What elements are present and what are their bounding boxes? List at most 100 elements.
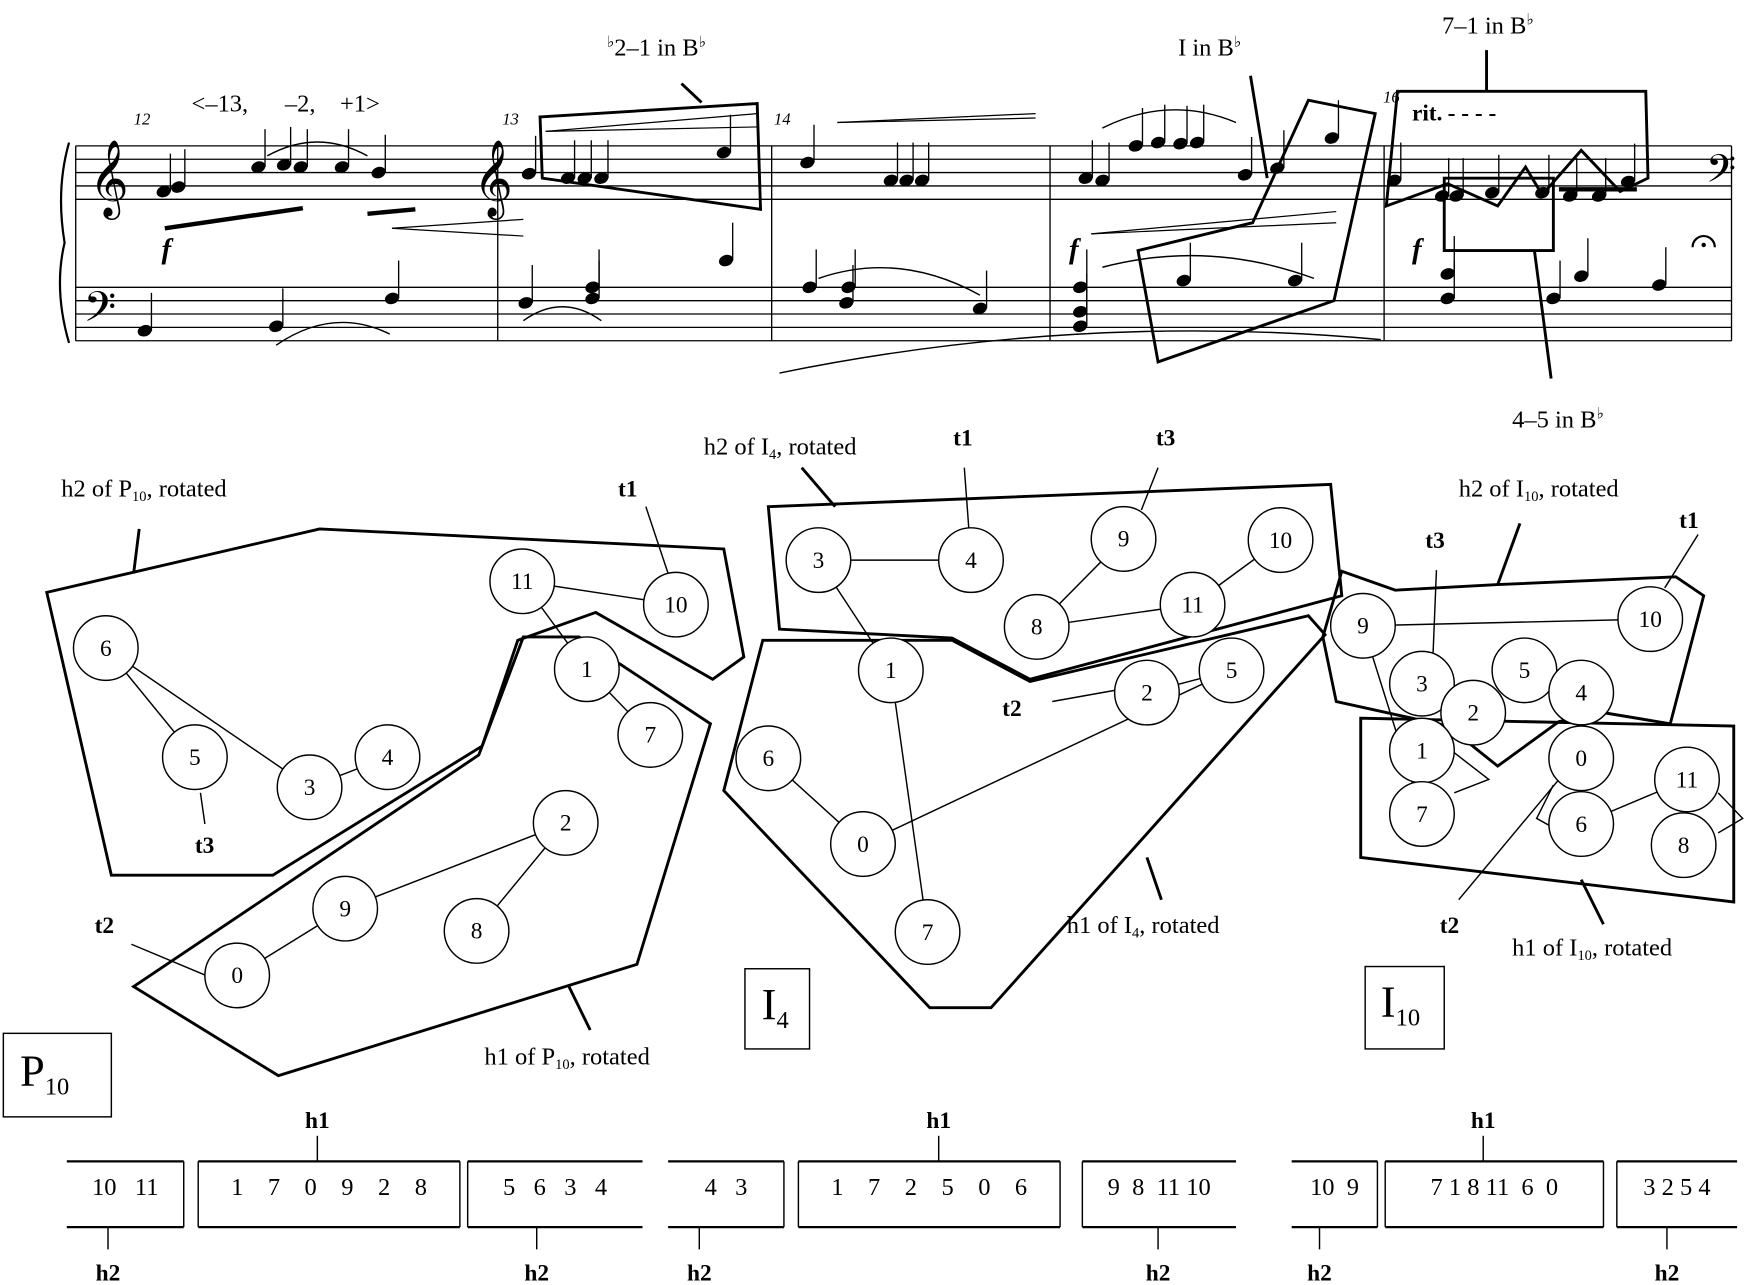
pitch-class-node: 10 (642, 571, 709, 638)
node-circle (1548, 659, 1615, 726)
pointer-line (1145, 856, 1163, 901)
hairpin (1091, 222, 1337, 235)
interval-series: <–13, –2, +1> (192, 90, 380, 117)
h2-label: h2 (1655, 1261, 1680, 1285)
node-circle (1653, 746, 1720, 813)
pitch-class-node: 5 (1198, 637, 1265, 704)
note-head (371, 166, 386, 179)
label-h2-I10: h2 of I10, rotated (1459, 476, 1619, 505)
annotation-I-in-Bb: I in B♭ (1178, 34, 1241, 62)
node-circle (1159, 571, 1226, 638)
dynamic-forte: f (161, 233, 174, 265)
pitch-class-node: 2 (1113, 659, 1180, 726)
t1-label: t1 (953, 425, 972, 451)
node-label: 9 (1357, 614, 1369, 640)
note-head (585, 281, 600, 294)
node-circle (312, 875, 379, 942)
t3-label: t3 (1156, 425, 1175, 451)
t3-label: t3 (195, 833, 214, 859)
node-circle (1548, 725, 1615, 792)
node-circle (785, 527, 852, 594)
pointer-line (1496, 522, 1522, 586)
node-circle (1548, 790, 1615, 858)
node-circle (1388, 780, 1455, 847)
clef-icon: 𝄞 (473, 139, 512, 220)
pitch-class-node: 11 (1653, 746, 1720, 813)
row-box-I10 (1364, 965, 1445, 1050)
note-head (716, 146, 731, 159)
note-head (802, 281, 817, 294)
note-head (1073, 320, 1088, 333)
pitch-class-node: 8 (443, 897, 510, 964)
segment-values: 7 1 8 11 6 0 (1431, 1174, 1559, 1201)
note-head (1449, 190, 1464, 202)
node-label: 6 (762, 746, 774, 772)
pointer-line (680, 82, 703, 104)
slur (1102, 254, 1315, 280)
node-label: 11 (511, 569, 534, 595)
node-label: 9 (1118, 527, 1130, 553)
h1-label: h1 (926, 1108, 951, 1134)
beam (164, 206, 304, 231)
node-label: 5 (1519, 658, 1531, 684)
node-circle (532, 789, 599, 856)
hairpin (545, 126, 758, 133)
beam (367, 207, 416, 217)
slur (266, 141, 368, 157)
pitch-class-node: 1 (1388, 717, 1455, 784)
note-head (594, 172, 609, 184)
note-head (577, 172, 592, 184)
pitch-class-node: 7 (617, 701, 684, 768)
note-head (1324, 132, 1339, 144)
hairpin (391, 218, 524, 229)
pitch-class-node: 11 (1159, 571, 1226, 638)
t2-label: t2 (95, 913, 114, 939)
row-name-P10: P10 (20, 1046, 69, 1101)
score-box-7-1 (1384, 89, 1650, 209)
note-head (1387, 174, 1402, 187)
pitch-class-node: 4 (1548, 659, 1615, 726)
note-head (384, 292, 400, 305)
note-head (585, 292, 600, 305)
segment-values: 1 7 2 5 0 6 (831, 1174, 1027, 1201)
node-circle (1247, 507, 1314, 574)
node-label: 7 (1416, 802, 1428, 828)
node-circle (1198, 637, 1265, 704)
pointer-line (1052, 689, 1115, 703)
hairpin (837, 112, 1036, 124)
note-head (841, 281, 856, 294)
node-circle (829, 811, 896, 878)
note-head (1189, 136, 1205, 149)
note-head (1591, 190, 1607, 202)
edge-marker (1717, 792, 1744, 834)
dynamic-forte: f (1412, 233, 1425, 265)
node-circle (857, 637, 924, 704)
node-label: 6 (1575, 812, 1587, 838)
node-label: 6 (100, 636, 112, 662)
node-label: 8 (471, 919, 483, 945)
note-head (1078, 172, 1093, 184)
note-head (1150, 136, 1166, 149)
h2-label: h2 (1307, 1261, 1332, 1285)
node-circle (1329, 592, 1396, 659)
note-head (1440, 268, 1455, 280)
note-head (972, 302, 987, 315)
pitch-class-node: 6 (1548, 790, 1615, 858)
pitch-class-node: 9 (1090, 505, 1157, 572)
pointer-line (800, 466, 837, 508)
node-label: 3 (813, 548, 825, 574)
node-circle (204, 942, 271, 1009)
pointer-line (131, 943, 207, 977)
annotation-7-1-in-Bb: 7–1 in B♭ (1442, 11, 1534, 39)
note-head (839, 297, 854, 309)
hull-h1-P10 (130, 635, 713, 1078)
node-label: 3 (1416, 671, 1428, 697)
node-circle (443, 897, 510, 964)
pointer-line (963, 467, 970, 528)
slur (275, 321, 391, 346)
node-circle (72, 615, 139, 682)
t1-label: t1 (618, 477, 637, 503)
node-circle (735, 725, 802, 792)
note-head (1073, 305, 1088, 318)
